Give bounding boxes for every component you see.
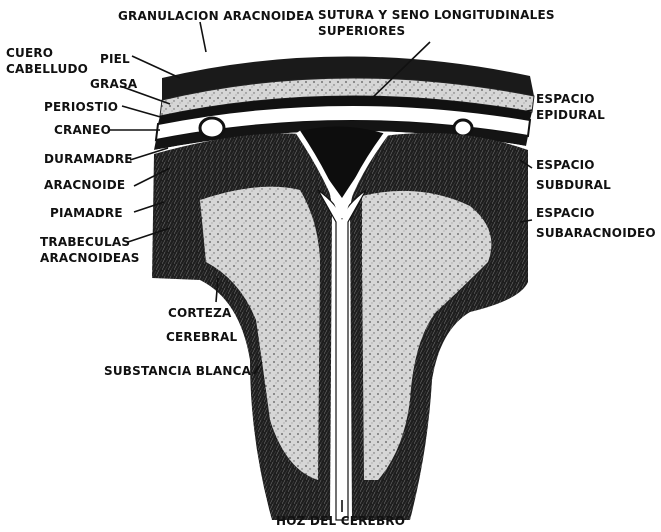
label-piel: PIEL: [100, 52, 130, 67]
label-granulacion: GRANULACION ARACNOIDEA: [118, 9, 314, 24]
label-craneo: CRANEO: [54, 123, 111, 138]
label-trabeculas-2: ARACNOIDEAS: [40, 251, 140, 266]
label-cuero-1: CUERO: [6, 46, 53, 61]
label-corteza-2: CEREBRAL: [166, 330, 237, 345]
label-espacio-subdural-2: SUBDURAL: [536, 178, 611, 193]
arachnoid-granulation-left: [200, 118, 224, 138]
label-espacio-subdural-1: ESPACIO: [536, 158, 595, 173]
label-substancia: SUBSTANCIA BLANCA: [104, 364, 251, 379]
label-trabeculas-1: TRABECULAS: [40, 235, 130, 250]
label-espacio-epidural-1: ESPACIO: [536, 92, 595, 107]
label-corteza-1: CORTEZA: [168, 306, 231, 321]
arachnoid-granulation-right: [454, 120, 472, 136]
label-espacio-epidural-2: EPIDURAL: [536, 108, 605, 123]
label-espacio-subaracnoideo-1: ESPACIO: [536, 206, 595, 221]
label-duramadre: DURAMADRE: [44, 152, 133, 167]
label-espacio-subaracnoideo-2: SUBARACNOIDEO: [536, 226, 656, 241]
label-periostio: PERIOSTIO: [44, 100, 118, 115]
label-hoz: HOZ DEL CEREBRO: [276, 514, 405, 529]
label-cuero-2: CABELLUDO: [6, 62, 88, 77]
label-sutura-1: SUTURA Y SENO LONGITUDINALES: [318, 8, 555, 23]
label-piamadre: PIAMADRE: [50, 206, 123, 221]
label-aracnoide: ARACNOIDE: [44, 178, 125, 193]
label-grasa: GRASA: [90, 77, 137, 92]
label-sutura-2: SUPERIORES: [318, 24, 405, 39]
